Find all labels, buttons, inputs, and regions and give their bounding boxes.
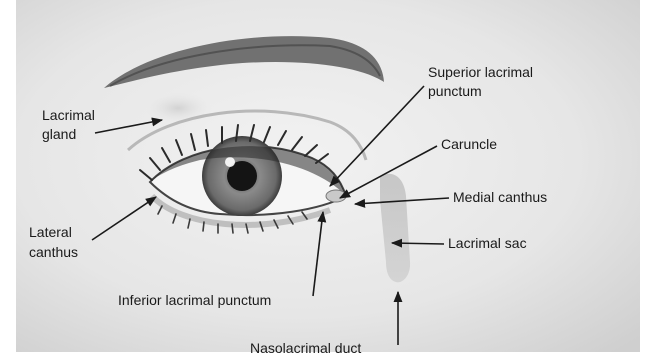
label-nasolacrimal-duct: Nasolacrimal duct: [250, 340, 361, 356]
label-inferior-lacrimal-punctum: Inferior lacrimal punctum: [118, 292, 271, 308]
label-caruncle: Caruncle: [441, 136, 497, 152]
label-lacrimal-sac: Lacrimal sac: [448, 235, 527, 251]
label-medial-canthus: Medial canthus: [453, 189, 547, 205]
arrow-lacrimal-sac: [392, 243, 444, 244]
lacrimal-gland-shape: [144, 92, 212, 124]
